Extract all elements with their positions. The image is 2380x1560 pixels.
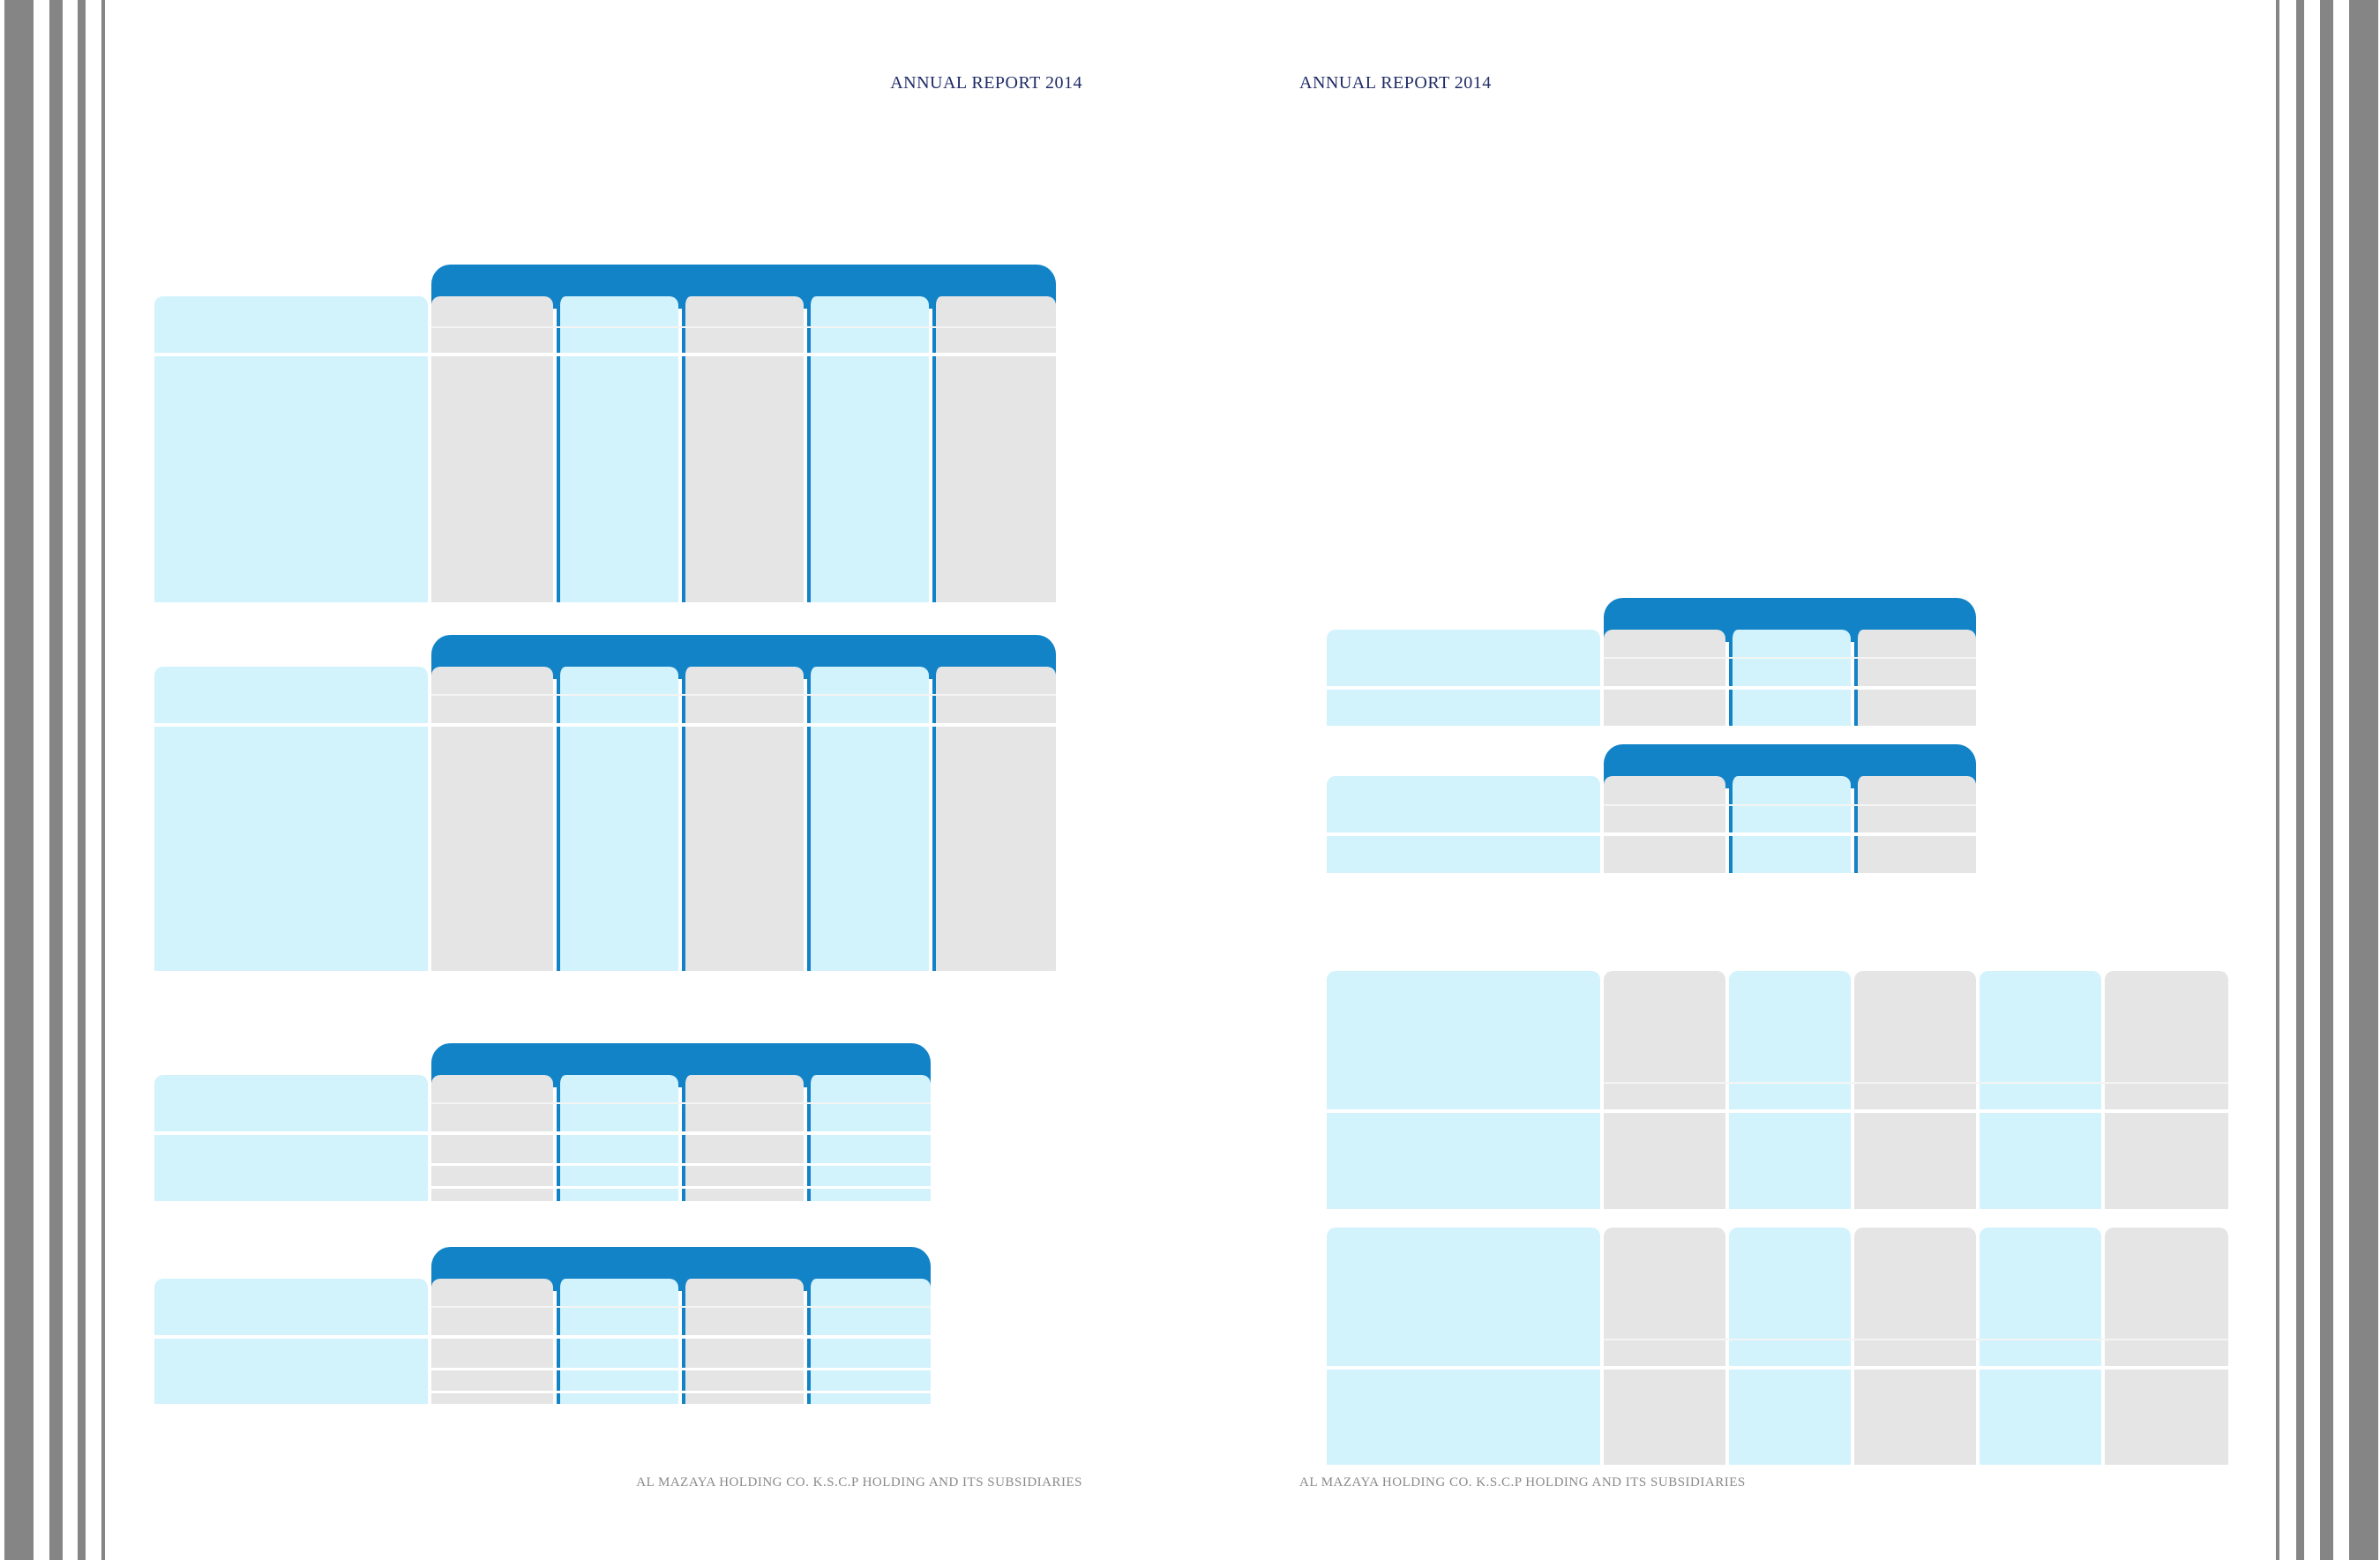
page-footer-left: AL MAZAYA HOLDING CO. K.S.C.P HOLDING AN… bbox=[636, 1475, 1082, 1489]
data-column bbox=[682, 296, 804, 602]
page-header-left: ANNUAL REPORT 2014 bbox=[890, 73, 1082, 93]
right-edge-stripe-4 bbox=[2349, 0, 2378, 1560]
data-column bbox=[431, 1075, 553, 1201]
data-column bbox=[807, 296, 929, 602]
label-column bbox=[1327, 971, 1600, 1209]
table-block bbox=[1327, 1228, 2228, 1465]
left-edge-stripe-1 bbox=[4, 0, 34, 1560]
data-column bbox=[807, 1075, 931, 1201]
data-column bbox=[807, 1279, 931, 1404]
data-column bbox=[1604, 776, 1725, 873]
header-rule bbox=[1604, 1082, 2228, 1084]
label-column bbox=[154, 1075, 428, 1201]
data-column bbox=[2105, 1228, 2228, 1465]
label-column bbox=[154, 1279, 428, 1404]
data-column bbox=[557, 296, 678, 602]
header-rule bbox=[431, 1306, 931, 1308]
header-separator bbox=[1327, 686, 1976, 690]
table-block bbox=[154, 265, 1056, 602]
label-column bbox=[1327, 776, 1600, 873]
data-column bbox=[1604, 630, 1725, 726]
label-column bbox=[154, 296, 428, 602]
data-column bbox=[932, 296, 1056, 602]
header-rule bbox=[431, 326, 1056, 328]
header-rule bbox=[1604, 657, 1976, 659]
table-block bbox=[154, 635, 1056, 971]
data-column bbox=[1729, 630, 1851, 726]
data-column bbox=[807, 667, 929, 971]
row-separator bbox=[431, 1391, 931, 1393]
data-column bbox=[1854, 630, 1976, 726]
data-column bbox=[682, 667, 804, 971]
data-column bbox=[1729, 971, 1851, 1209]
page-footer-right: AL MAZAYA HOLDING CO. K.S.C.P HOLDING AN… bbox=[1299, 1475, 1746, 1489]
data-column bbox=[1854, 971, 1976, 1209]
header-rule bbox=[1604, 804, 1976, 806]
header-separator bbox=[1327, 832, 1976, 836]
header-rule bbox=[431, 694, 1056, 696]
data-column bbox=[557, 1279, 678, 1404]
data-column bbox=[932, 667, 1056, 971]
data-column bbox=[1854, 1228, 1976, 1465]
data-column bbox=[2105, 971, 2228, 1209]
data-column bbox=[682, 1075, 804, 1201]
data-column bbox=[1729, 776, 1851, 873]
data-column bbox=[1980, 1228, 2101, 1465]
label-column bbox=[1327, 1228, 1600, 1465]
left-edge-stripe-3 bbox=[78, 0, 86, 1560]
left-edge-stripe-4 bbox=[101, 0, 105, 1560]
table-block bbox=[1327, 744, 1976, 873]
left-edge-stripe-2 bbox=[49, 0, 63, 1560]
data-column bbox=[1604, 971, 1725, 1209]
header-rule bbox=[1604, 1339, 2228, 1340]
header-separator bbox=[1327, 1109, 2228, 1113]
data-column bbox=[1980, 971, 2101, 1209]
data-column bbox=[1854, 776, 1976, 873]
table-block bbox=[154, 1043, 931, 1201]
page-header-right: ANNUAL REPORT 2014 bbox=[1299, 73, 1492, 93]
right-edge-stripe-2 bbox=[2296, 0, 2304, 1560]
data-column bbox=[431, 667, 553, 971]
row-separator bbox=[431, 1368, 931, 1370]
header-separator bbox=[1327, 1366, 2228, 1370]
label-column bbox=[1327, 630, 1600, 726]
data-column bbox=[557, 667, 678, 971]
right-edge-stripe-1 bbox=[2276, 0, 2279, 1560]
row-separator bbox=[431, 1186, 931, 1189]
header-separator bbox=[154, 1131, 931, 1135]
data-column bbox=[557, 1075, 678, 1201]
data-column bbox=[1729, 1228, 1851, 1465]
data-column bbox=[431, 1279, 553, 1404]
data-column bbox=[431, 296, 553, 602]
data-column bbox=[1604, 1228, 1725, 1465]
row-separator bbox=[431, 1163, 931, 1166]
right-edge-stripe-3 bbox=[2320, 0, 2333, 1560]
header-separator bbox=[154, 1335, 931, 1339]
data-column bbox=[682, 1279, 804, 1404]
table-block bbox=[154, 1247, 931, 1404]
table-block bbox=[1327, 598, 1976, 726]
header-rule bbox=[431, 1102, 931, 1104]
label-column bbox=[154, 667, 428, 971]
table-block bbox=[1327, 971, 2228, 1209]
header-separator bbox=[154, 723, 1056, 727]
header-separator bbox=[154, 353, 1056, 356]
